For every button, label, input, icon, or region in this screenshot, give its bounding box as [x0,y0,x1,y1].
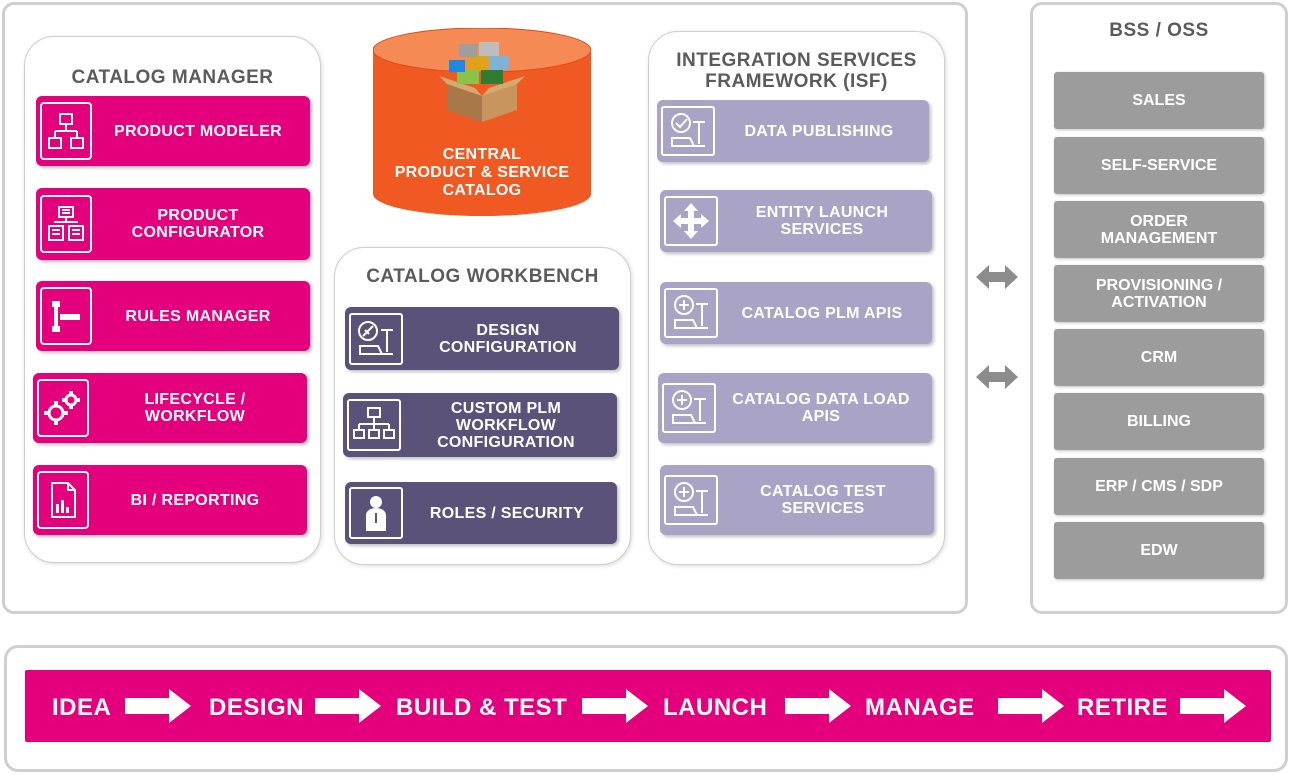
product-configurator-label: PRODUCT CONFIGURATOR [131,207,265,241]
rules-manager-label: RULES MANAGER [125,307,271,325]
right-arrow-icon [315,689,381,723]
catalog-data-load-apis-label: CATALOG DATA LOAD APIS [732,391,910,425]
org-chart-icon [347,399,401,451]
custom-plm-workflow-tile[interactable]: CUSTOM PLM WORKFLOW CONFIGURATION [343,393,617,457]
stage-design: DESIGN [209,694,305,721]
stage-launch: LAUNCH [663,694,768,721]
bss-sales[interactable]: SALES [1054,72,1264,129]
stage-retire: RETIRE [1077,694,1169,721]
data-publishing-label: DATA PUBLISHING [744,122,894,140]
right-arrow-icon [125,689,191,723]
right-arrow-icon [998,689,1064,723]
bss-edw[interactable]: EDW [1054,522,1264,579]
right-arrow-icon [1180,689,1246,723]
lifecycle-workflow-label: LIFECYCLE / WORKFLOW [144,391,246,425]
lifecycle-workflow-tile[interactable]: LIFECYCLE / WORKFLOW [33,373,307,443]
product-modeler-tile[interactable]: PRODUCT MODELER [36,96,310,166]
bss-billing[interactable]: BILLING [1054,393,1264,450]
catalog-workbench-title: CATALOG WORKBENCH [366,266,599,287]
design-tool-icon [349,312,403,365]
api-icon [662,383,716,433]
stage-manage: MANAGE [865,694,975,721]
double-arrow-icon [976,365,1018,389]
move-arrows-icon [664,196,718,246]
stage-build-test: BUILD & TEST [396,694,568,721]
product-configurator-tile[interactable]: PRODUCT CONFIGURATOR [36,188,310,260]
design-configuration-label: DESIGN CONFIGURATION [439,321,577,356]
central-catalog-cylinder[interactable]: CENTRAL PRODUCT & SERVICE CATALOG [373,28,591,216]
person-icon [349,487,403,539]
catalog-test-services-label: CATALOG TEST SERVICES [760,483,886,517]
catalog-test-services-tile[interactable]: CATALOG TEST SERVICES [660,465,934,535]
bss-erp-cms-sdp[interactable]: ERP / CMS / SDP [1054,458,1264,515]
roles-security-tile[interactable]: ROLES / SECURITY [345,482,617,544]
bi-reporting-tile[interactable]: BI / REPORTING [33,465,307,535]
lifecycle-bar: IDEA DESIGN BUILD & TEST LAUNCH MANAGE R… [25,670,1271,742]
data-publishing-tile[interactable]: DATA PUBLISHING [657,100,929,162]
roles-security-label: ROLES / SECURITY [429,504,585,522]
catalog-plm-apis-label: CATALOG PLM APIS [741,304,903,322]
bi-reporting-label: BI / REPORTING [130,491,260,509]
bss-crm[interactable]: CRM [1054,329,1264,386]
isf-title: INTEGRATION SERVICES FRAMEWORK (ISF) [676,50,917,92]
gavel-icon [40,287,92,345]
catalog-manager-title: CATALOG MANAGER [71,67,274,88]
catalog-data-load-apis-tile[interactable]: CATALOG DATA LOAD APIS [658,373,932,443]
design-configuration-tile[interactable]: DESIGN CONFIGURATION [345,307,619,370]
double-arrow-icon [976,265,1018,289]
api-icon [664,288,718,338]
configurator-icon [40,195,92,253]
publish-icon [661,106,715,156]
bss-self-service[interactable]: SELF-SERVICE [1054,137,1264,194]
central-catalog-label: CENTRAL PRODUCT & SERVICE CATALOG [394,146,570,199]
stage-idea: IDEA [52,694,112,721]
bss-provisioning-activation[interactable]: PROVISIONING / ACTIVATION [1054,265,1264,322]
bss-order-management[interactable]: ORDER MANAGEMENT [1054,201,1264,258]
rules-manager-tile[interactable]: RULES MANAGER [36,281,310,351]
gears-icon [37,379,89,437]
custom-plm-workflow-label: CUSTOM PLM WORKFLOW CONFIGURATION [437,399,575,451]
api-icon [664,475,718,525]
box-of-blocks-icon [439,42,525,122]
product-modeler-label: PRODUCT MODELER [113,122,283,140]
entity-launch-services-tile[interactable]: ENTITY LAUNCH SERVICES [660,190,932,252]
right-arrow-icon [785,689,851,723]
report-icon [37,471,89,529]
bss-oss-title: BSS / OSS [1109,20,1209,41]
hierarchy-icon [40,102,92,160]
right-arrow-icon [582,689,648,723]
entity-launch-services-label: ENTITY LAUNCH SERVICES [755,204,889,238]
catalog-plm-apis-tile[interactable]: CATALOG PLM APIS [660,282,932,344]
